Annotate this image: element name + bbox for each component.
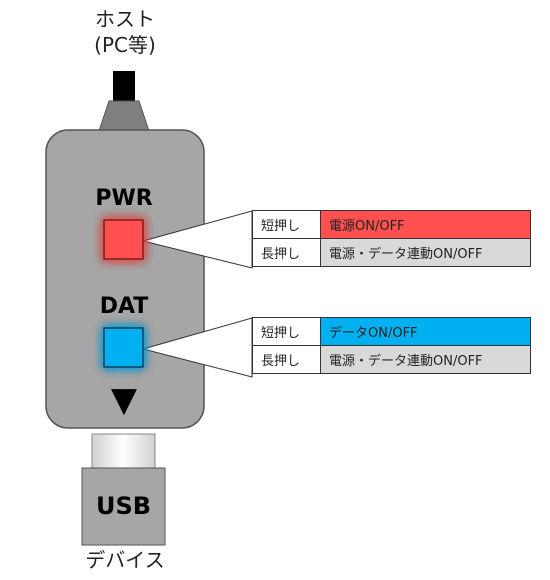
dat-button[interactable] [103,327,144,368]
usb-plug-metal [91,433,156,471]
pwr-label: PWR [95,186,153,211]
operation-desc: 電源ON/OFF [320,210,531,239]
operation-desc: 電源・データ連動ON/OFF [320,238,531,267]
press-type: 短押し [252,317,321,346]
usb-connector-body [81,467,166,546]
dat-label: DAT [99,294,149,319]
table-row: 短押し 電源ON/OFF [252,210,531,239]
pwr-button[interactable] [103,219,144,260]
operation-desc: 電源・データ連動ON/OFF [320,345,531,374]
table-row: 長押し 電源・データ連動ON/OFF [252,345,531,374]
host-cable [113,71,135,103]
usb-label: USB [95,492,152,520]
press-type: 長押し [252,238,321,267]
strain-relief [98,100,150,132]
pwr-operations-table: 短押し 電源ON/OFF 長押し 電源・データ連動ON/OFF [252,210,531,267]
dat-operations-table: 短押し データON/OFF 長押し 電源・データ連動ON/OFF [252,317,531,374]
table-row: 長押し 電源・データ連動ON/OFF [252,238,531,267]
operation-desc: データON/OFF [320,317,531,346]
host-label: ホスト (PC等) [94,7,156,57]
press-type: 長押し [252,345,321,374]
press-type: 短押し [252,210,321,239]
table-row: 短押し データON/OFF [252,317,531,346]
device-label: デバイス [85,548,165,572]
down-triangle-icon: ▼ [110,380,138,420]
